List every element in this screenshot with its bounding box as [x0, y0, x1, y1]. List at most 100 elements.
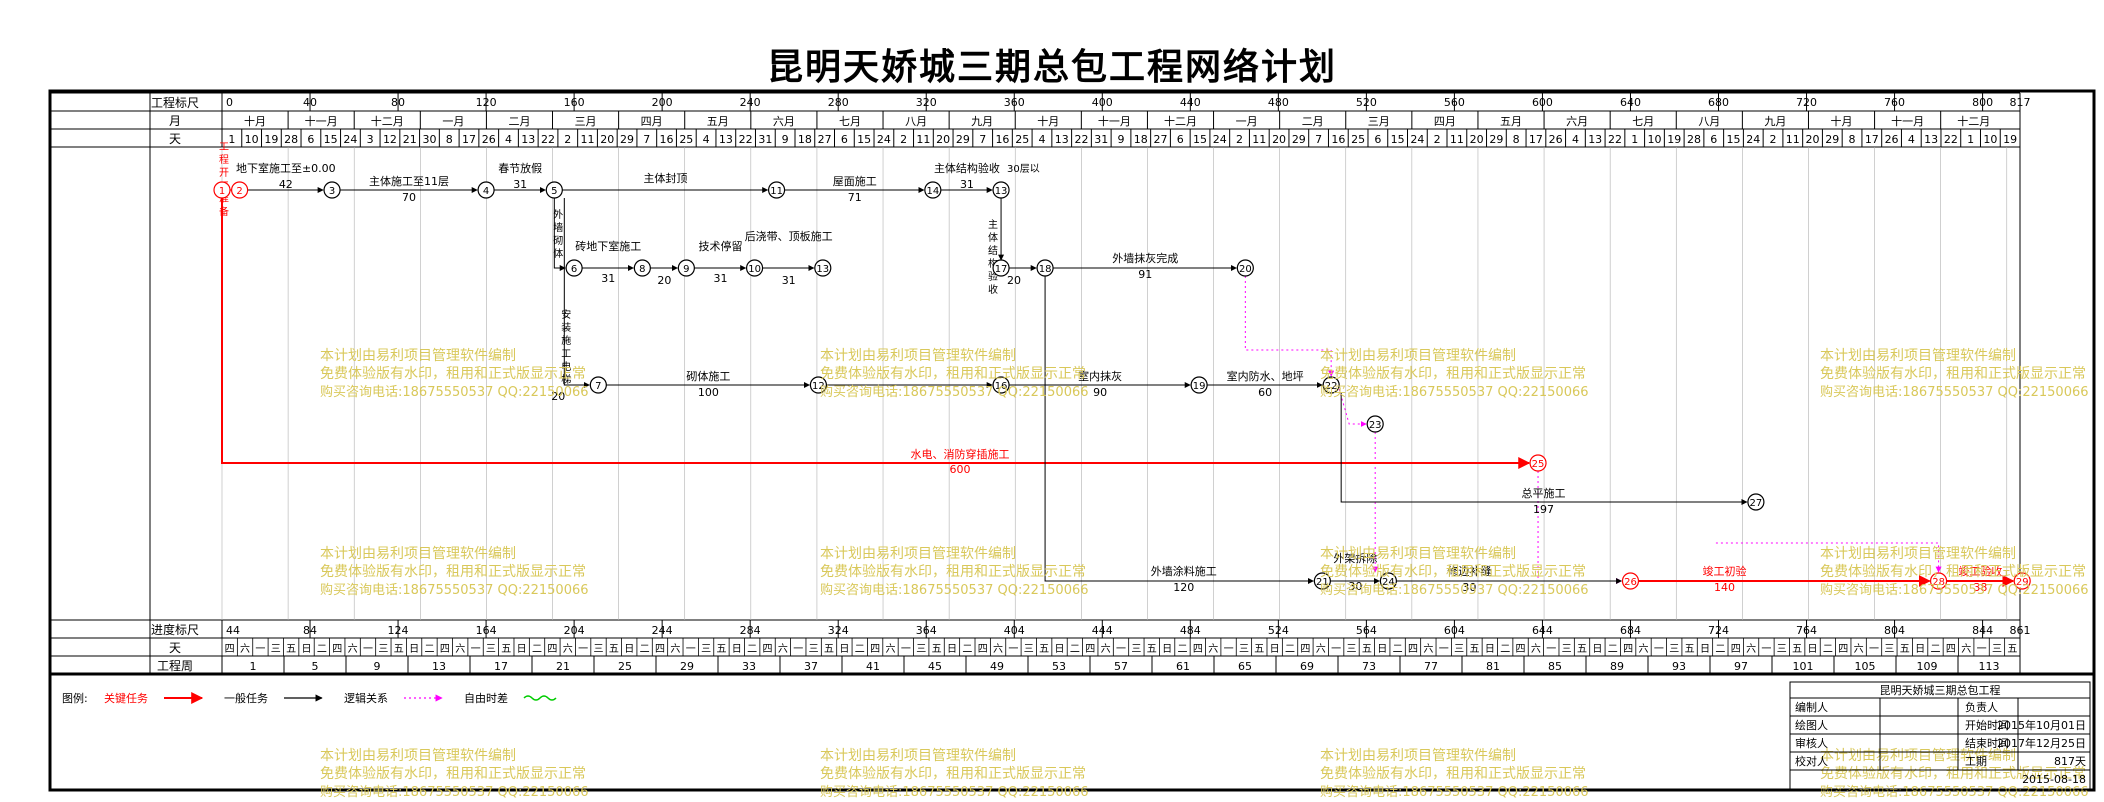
weekday-row-label: 天	[169, 641, 181, 655]
week-label: 101	[1793, 660, 1814, 673]
event-node-number: 7	[595, 381, 601, 392]
event-node-number: 23	[1369, 420, 1382, 431]
info-table-frame	[1789, 681, 2091, 791]
weekday-label: 二	[1608, 644, 1618, 655]
legend-label: 自由时差	[464, 691, 508, 705]
month-label: 十二月	[1164, 114, 1197, 128]
week-label: 9	[374, 660, 381, 673]
weekday-label: 二	[317, 644, 327, 655]
task-name-label: 技术停留	[698, 239, 742, 253]
event-node-number: 12	[812, 381, 825, 392]
weekday-label: 四	[332, 644, 342, 655]
day-label: 10	[245, 133, 259, 146]
weekday-label: 一	[686, 644, 696, 655]
weekday-label: 六	[670, 643, 680, 655]
bottom-scale-tick-label: 44	[226, 624, 240, 637]
task-path	[1340, 393, 1748, 505]
week-label: 85	[1548, 660, 1562, 673]
info-table-cell: 2015-08-18	[2022, 773, 2086, 786]
event-node-number: 29	[2016, 577, 2029, 588]
watermark-text: 免费体验版有水印，租用和正式版显示正常	[820, 766, 1086, 782]
day-label: 11	[916, 133, 930, 146]
top-scale-tick-label: 400	[1092, 96, 1113, 109]
weekday-label: 一	[1116, 644, 1126, 655]
task-name-label: 30层以	[1007, 163, 1040, 175]
event-node	[992, 181, 1010, 199]
day-label: 4	[703, 133, 710, 146]
day-label: 20	[936, 133, 950, 146]
weekday-label: 一	[1977, 644, 1987, 655]
event-node	[545, 181, 563, 199]
month-label: 八月	[1698, 115, 1720, 128]
week-label: 1	[250, 660, 257, 673]
day-label: 6	[1177, 133, 1184, 146]
watermark-text: 本计划由易利项目管理软件编制	[1820, 348, 2016, 364]
weekday-label: 六	[885, 643, 895, 655]
day-label: 29	[956, 133, 970, 146]
info-table-cell: 开始时间	[1965, 718, 2009, 732]
task-name-label: 修边补缝	[1447, 564, 1491, 578]
weekday-label: 六	[1961, 643, 1971, 655]
weekday-label: 四	[1623, 644, 1633, 655]
weekday-label: 二	[1393, 644, 1403, 655]
weekday-label: 三	[809, 644, 819, 655]
task-duration-label: 31	[601, 272, 615, 285]
weekday-label: 六	[1208, 643, 1218, 655]
month-label: 十月	[244, 114, 266, 128]
weekday-label: 日	[1377, 644, 1387, 655]
vertical-side-label: 梯	[561, 373, 571, 386]
month-label: 一月	[1236, 115, 1258, 128]
day-label: 4	[1572, 133, 1579, 146]
page-title: 昆明天娇城三期总包工程网络计划	[766, 46, 1337, 88]
day-label: 6	[841, 133, 848, 146]
event-node	[1529, 454, 1547, 472]
vertical-side-label: 砌	[553, 235, 563, 247]
week-label: 73	[1362, 660, 1376, 673]
day-label: 11	[1450, 133, 1464, 146]
vertical-side-label: 外	[553, 209, 563, 221]
vertical-side-label: 安	[561, 308, 571, 321]
vertical-side-label: 体	[553, 248, 563, 260]
weekday-label: 五	[394, 644, 404, 655]
task-duration-label: 30	[1348, 580, 1362, 593]
day-label: 20	[1470, 133, 1484, 146]
task-name-label: 竣工初验	[1703, 564, 1747, 578]
day-label: 22	[541, 133, 555, 146]
task-name-label: 砌体施工	[686, 369, 730, 383]
event-node	[589, 376, 607, 394]
day-label: 26	[1549, 133, 1563, 146]
watermark-text: 本计划由易利项目管理软件编制	[1320, 348, 1516, 364]
task-name-label: 后浇带、顶板施工	[745, 229, 833, 243]
top-scale-tick-label: 800	[1972, 96, 1993, 109]
day-label: 29	[620, 133, 634, 146]
weekday-label: 四	[1300, 644, 1310, 655]
vertical-side-label: 工	[219, 142, 229, 153]
day-label: 1	[1631, 133, 1638, 146]
weekday-label: 四	[1946, 644, 1956, 655]
top-scale-tick-label: 560	[1444, 96, 1465, 109]
day-label: 17	[1865, 133, 1879, 146]
month-label: 六月	[773, 115, 795, 128]
week-label: 29	[680, 660, 694, 673]
week-label: 25	[618, 660, 632, 673]
weekday-label: 二	[640, 644, 650, 655]
weekday-label: 四	[978, 644, 988, 655]
event-node	[677, 259, 695, 277]
weekday-label: 日	[839, 644, 849, 655]
day-label: 7	[643, 133, 650, 146]
weekday-label: 四	[655, 644, 665, 655]
task-name-label: 主体施工至11层	[369, 174, 449, 188]
logic-link	[1715, 542, 1942, 573]
task-path	[1044, 276, 1314, 584]
bottom-scale-tick-label: 764	[1796, 624, 1817, 637]
day-label: 8	[1849, 133, 1856, 146]
weekday-label: 四	[870, 644, 880, 655]
bottom-scale-tick-label: 444	[1092, 624, 1113, 637]
task-name-label: 外架拆除	[1333, 551, 1377, 565]
week-label: 41	[866, 660, 880, 673]
day-label: 12	[383, 133, 397, 146]
month-label: 十月	[1037, 114, 1059, 128]
weekday-label: 日	[1055, 644, 1065, 655]
weekday-label: 三	[1669, 644, 1679, 655]
month-label: 七月	[839, 115, 861, 128]
